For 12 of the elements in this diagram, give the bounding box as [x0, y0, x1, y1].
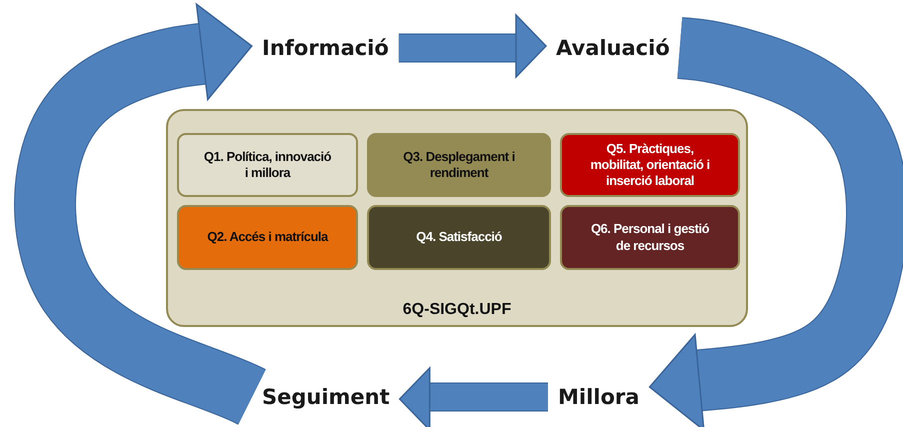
category-box: Q3. Desplegament i rendiment [367, 133, 551, 197]
stage-label: Seguiment [262, 385, 390, 409]
category-box: Q1. Política, innovació i millora [177, 133, 358, 197]
system-panel [166, 109, 748, 327]
category-box: Q4. Satisfacció [367, 205, 551, 270]
stage-label: Informació [262, 36, 389, 60]
stage-label: Millora [558, 385, 640, 409]
system-name: 6Q-SIGQt.UPF [402, 301, 512, 319]
category-box: Q5. Pràctiques, mobilitat, orientació i inserció laboral [560, 133, 740, 197]
stage-label: Avaluació [556, 36, 670, 60]
category-box: Q2. Accés i matrícula [177, 205, 358, 270]
category-box: Q6. Personal i gestió de recursos [560, 205, 740, 270]
